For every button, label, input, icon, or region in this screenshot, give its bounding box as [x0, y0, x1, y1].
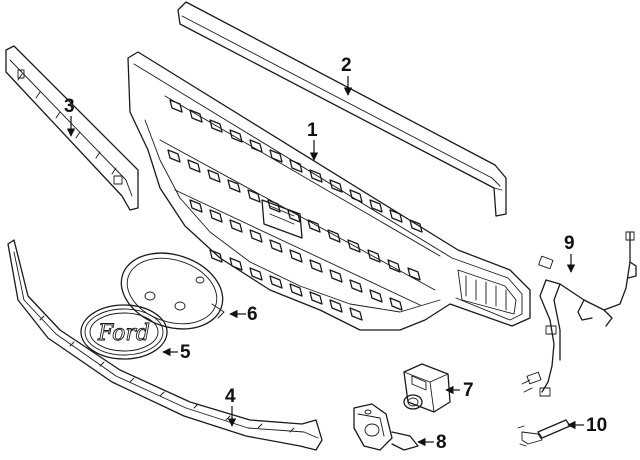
callout-6: 6 [247, 304, 258, 325]
lower-molding-part-4 [7, 239, 323, 451]
callout-7: 7 [463, 380, 474, 401]
callout-9: 9 [564, 233, 575, 254]
camera-part-7 [403, 363, 451, 413]
camera-bracket-part-8 [353, 403, 419, 451]
connector-part-10 [517, 419, 571, 447]
wiring-harness-part-9 [521, 231, 637, 397]
emblem-script-text: Ford [97, 321, 150, 346]
callout-10: 10 [586, 415, 608, 436]
side-molding-part-3 [5, 45, 139, 211]
callout-2: 2 [341, 55, 352, 76]
ford-emblem-part-5: Ford [80, 304, 168, 360]
upper-molding-part-2 [177, 1, 507, 217]
callout-4: 4 [225, 386, 236, 407]
callout-1: 1 [307, 120, 318, 141]
callout-3: 3 [64, 96, 75, 117]
callout-8: 8 [436, 432, 447, 453]
callout-5: 5 [180, 342, 191, 363]
grille-part-1 [127, 51, 531, 331]
